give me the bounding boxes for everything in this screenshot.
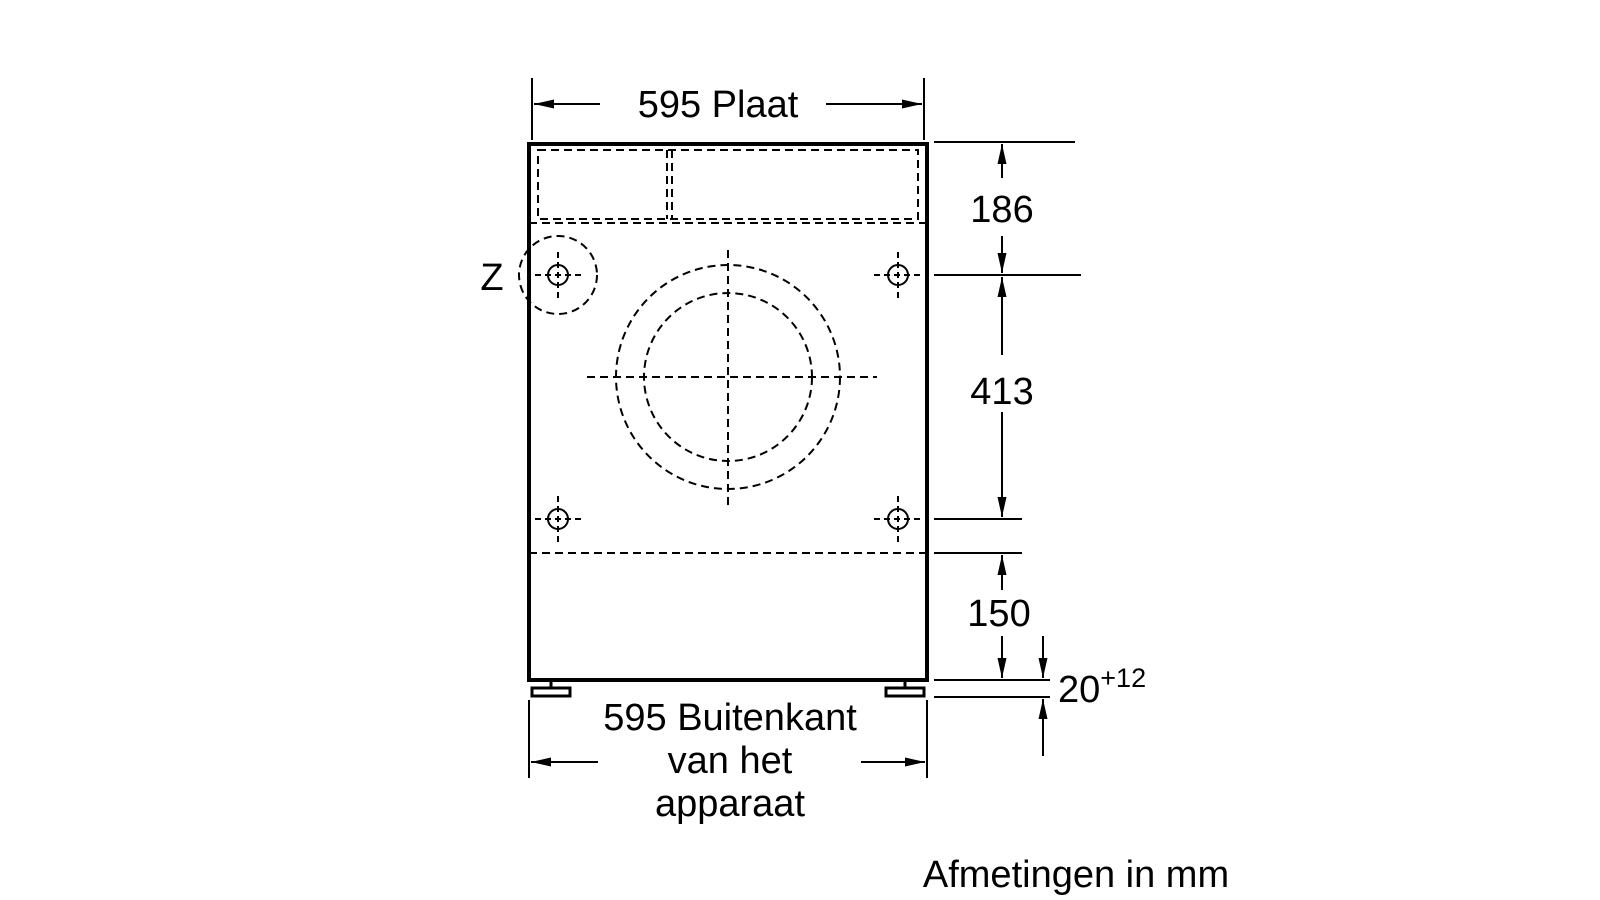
appliance-outline	[527, 142, 929, 682]
mounting-hole-top-left	[518, 235, 598, 315]
outer-width-label-line2: van het	[668, 740, 793, 782]
plate-width-label: 595 Plaat	[638, 84, 799, 126]
mounting-hole-bottom-left	[535, 496, 581, 542]
extension-lines-right	[934, 141, 1081, 698]
dimension-outer-width	[528, 700, 928, 778]
dimension-plate-width	[531, 78, 925, 140]
foot-height-label: 20+12	[1058, 663, 1146, 711]
appliance-feet	[530, 681, 926, 698]
foot-height-base: 20	[1058, 669, 1100, 711]
detail-marker-z: Z	[480, 257, 503, 299]
unit-note: Afmetingen in mm	[923, 854, 1229, 896]
outer-width-label-line3: apparaat	[655, 783, 805, 825]
mounting-hole-top-right	[874, 252, 922, 298]
mounting-hole-bottom-right	[874, 496, 922, 542]
mid-height-label: 413	[970, 371, 1033, 413]
top-panel-dashed	[529, 149, 927, 224]
outer-width-label-line1: 595 Buitenkant	[603, 697, 857, 739]
bottom-height-label: 150	[967, 593, 1030, 635]
top-height-label: 186	[970, 189, 1033, 231]
foot-height-tolerance: +12	[1100, 663, 1146, 693]
door-porthole	[587, 250, 877, 506]
